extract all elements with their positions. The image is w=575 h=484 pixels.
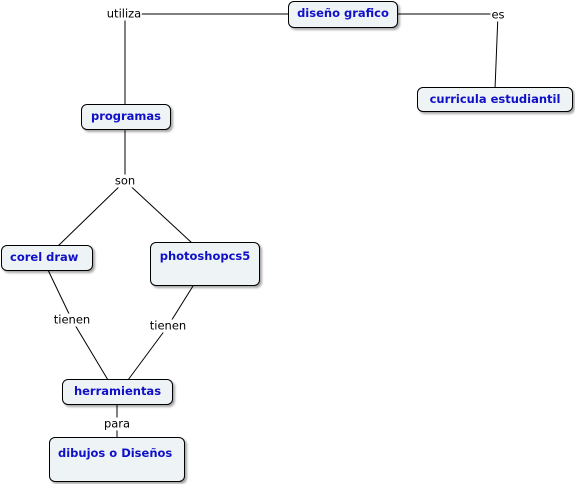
link-tienen-left: tienen xyxy=(52,312,92,327)
node-photoshopcs5[interactable]: photoshopcs5 xyxy=(150,242,260,286)
node-programas[interactable]: programas xyxy=(81,104,171,130)
link-utiliza: utiliza xyxy=(105,6,143,21)
node-herramientas-label: herramientas xyxy=(73,384,162,398)
node-programas-label: programas xyxy=(90,109,162,123)
node-dibujos-o-disenos-label: dibujos o Diseños xyxy=(58,446,173,460)
node-diseno-grafico[interactable]: diseño grafico xyxy=(288,1,398,28)
line-es-to-curricula xyxy=(494,13,499,90)
link-para: para xyxy=(102,416,132,431)
line-son-to-corel xyxy=(57,180,126,247)
node-photoshopcs5-label: photoshopcs5 xyxy=(159,249,251,263)
node-herramientas[interactable]: herramientas xyxy=(62,379,173,405)
link-son: son xyxy=(113,173,137,188)
link-es: es xyxy=(490,7,506,22)
node-corel-draw-label: corel draw xyxy=(10,250,79,264)
node-corel-draw[interactable]: corel draw xyxy=(1,245,93,271)
node-dibujos-o-disenos[interactable]: dibujos o Diseños xyxy=(49,437,185,482)
node-curricula-estudiantil-label: curricula estudiantil xyxy=(429,92,561,106)
node-diseno-grafico-label: diseño grafico xyxy=(297,6,389,20)
line-tienen-to-herramientas-left xyxy=(71,319,109,381)
line-photoshop-to-tienen xyxy=(167,285,194,327)
line-tienen-to-herramientas-right xyxy=(127,325,169,381)
line-corel-to-tienen xyxy=(47,269,73,321)
node-curricula-estudiantil[interactable]: curricula estudiantil xyxy=(417,87,573,112)
link-tienen-right: tienen xyxy=(148,318,188,333)
line-son-to-photoshop xyxy=(124,180,193,244)
